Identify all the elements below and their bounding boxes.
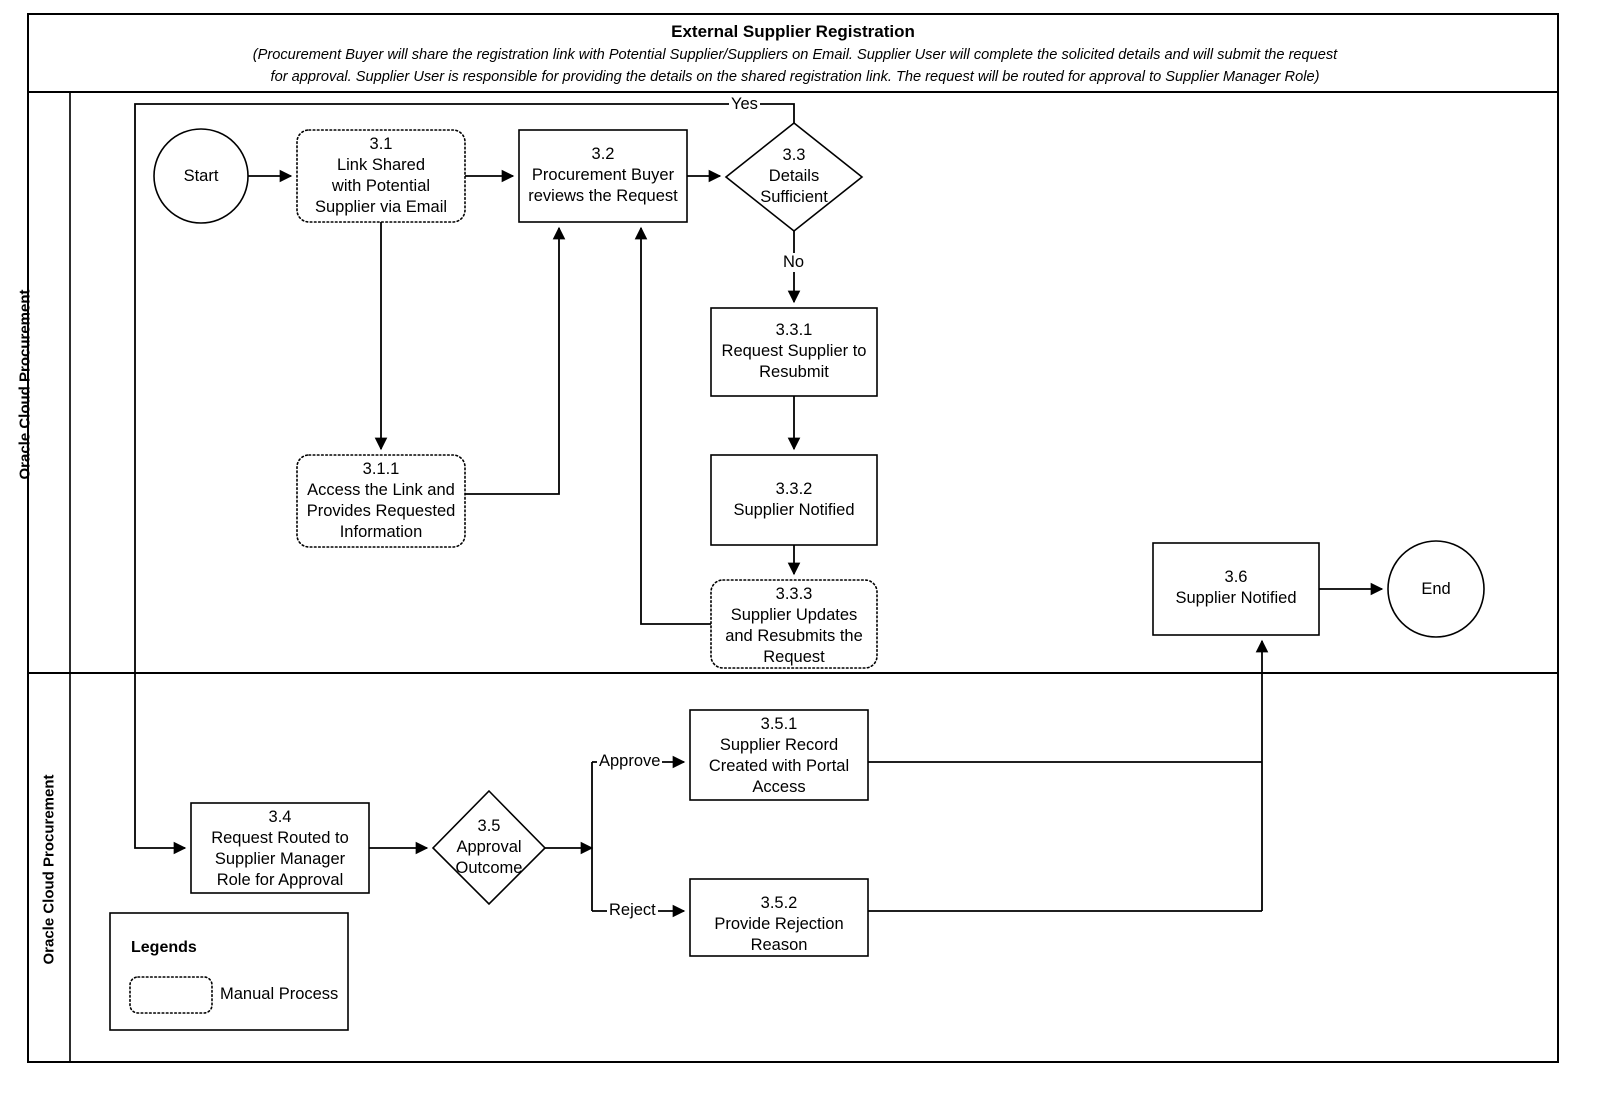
node-start <box>153 128 249 224</box>
diagram-title: External Supplier Registration <box>671 22 915 41</box>
legend-title: Legends <box>131 939 197 956</box>
node-3-3-2 <box>710 454 878 546</box>
edge-label-yes: Yes <box>729 95 760 114</box>
node-3-6 <box>1152 542 1320 636</box>
node-3-5 <box>431 789 547 906</box>
node-3-2 <box>518 129 688 223</box>
diagram-subtitle: (Procurement Buyer will share the regist… <box>252 47 1338 85</box>
edge-label-no: No <box>781 253 807 272</box>
node-3-4 <box>190 802 370 894</box>
swimlane-frame <box>27 13 1559 1063</box>
node-3-5-2 <box>689 878 869 957</box>
lane-label-bottom: Oracle Cloud Procurement <box>40 774 58 965</box>
connectors-top-lane <box>134 103 1384 855</box>
node-3-3 <box>724 121 864 233</box>
node-3-1 <box>296 129 466 223</box>
edge-label-approve: Approve <box>597 752 663 771</box>
edge-label-reject: Reject <box>607 901 658 920</box>
node-end <box>1387 540 1485 638</box>
node-3-5-1 <box>689 709 869 801</box>
node-3-1-1 <box>296 454 466 548</box>
connectors-bottom-lane <box>369 639 1269 918</box>
lane-label-top: Oracle Cloud Procurement <box>16 289 34 480</box>
legend-swatch-manual-process <box>129 976 213 1014</box>
node-3-3-1 <box>710 307 878 397</box>
node-3-3-3 <box>710 579 878 669</box>
legend-item-label: Manual Process <box>220 985 339 1003</box>
